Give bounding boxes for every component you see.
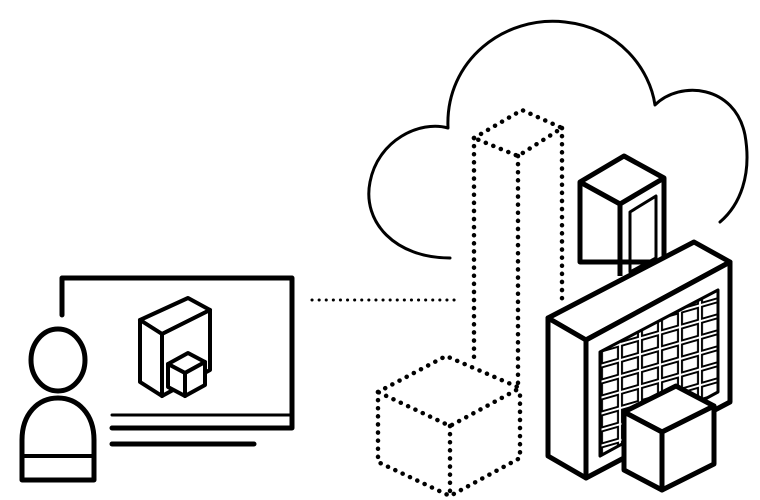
- person-icon: [19, 326, 97, 483]
- dotted-tower-icon: [471, 107, 565, 391]
- cloud-icon: [367, 19, 749, 260]
- dotted-cube-icon: [375, 353, 523, 499]
- tower-icon: [577, 153, 667, 276]
- cube-icon: [621, 383, 717, 493]
- monitor-icon: [59, 275, 295, 447]
- cube-stack-icon: [138, 296, 212, 398]
- building-icon: [545, 239, 733, 481]
